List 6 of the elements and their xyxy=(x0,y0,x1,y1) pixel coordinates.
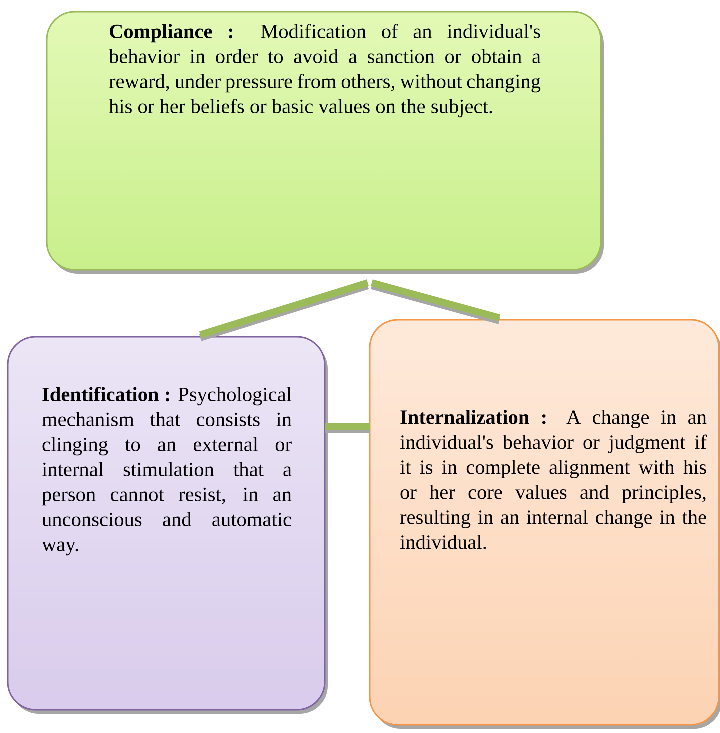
text-box: Identification : Psychological mechanism that consists in clinging to an external or internal stimulation that a person cannot resist, in an unconscious and automatic way. xyxy=(7,336,328,714)
connector-bar xyxy=(371,280,500,324)
connector-bar xyxy=(199,280,370,342)
text-box: Compliance : Modification of an individual's behavior in order to avoid a sanction or obtain a reward, under pressure from others, without changing his or her beliefs or basic values on the subject. xyxy=(46,11,604,274)
connector-bar xyxy=(325,424,370,434)
text-box: Internalization : A change in an individual's behavior or judgment if it is in complete alignment with his or her core values and principles, resulting in an internal change in the individual. xyxy=(369,319,720,729)
